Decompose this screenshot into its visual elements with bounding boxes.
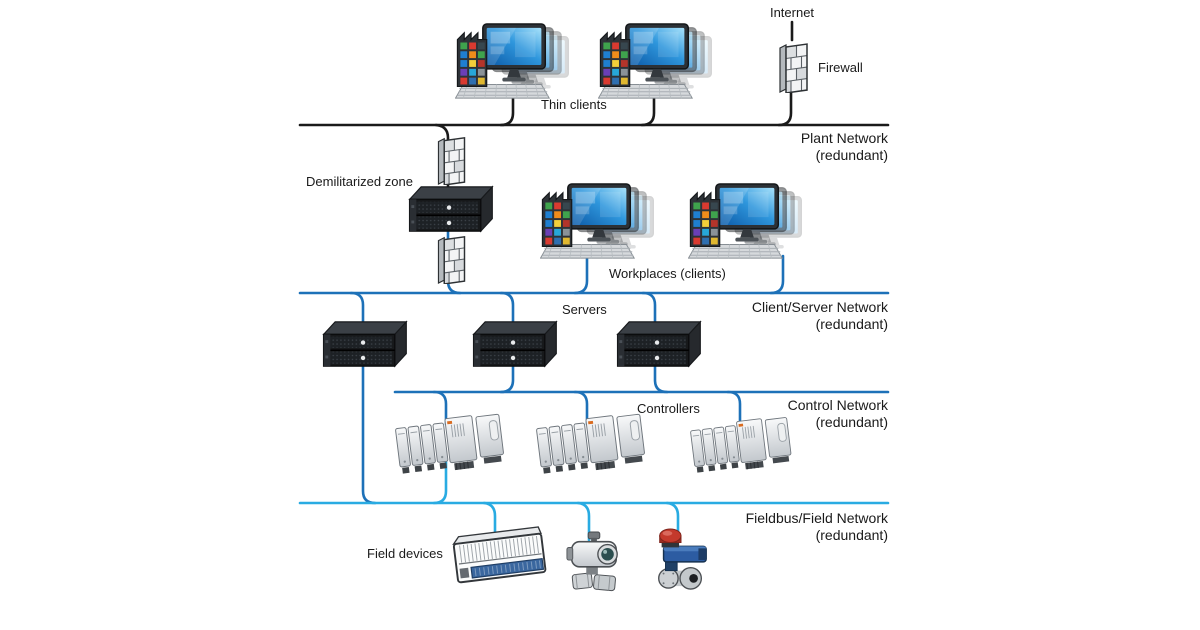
dmz-firewall-lower-icon [436, 230, 466, 284]
controllers-label: Controllers [637, 401, 700, 416]
network-name: Plant Network [800, 130, 888, 146]
network-name: Control Network [787, 397, 888, 413]
field-devices-label: Field devices [367, 546, 443, 561]
control-network-label: Control Network (redundant) [788, 397, 888, 431]
workplace-cluster-icon [540, 182, 662, 264]
server-icon [318, 319, 410, 369]
thin-client-cluster-icon [455, 22, 577, 104]
valve-icon [650, 527, 712, 591]
fieldbus-network-label: Fieldbus/Field Network (redundant) [746, 510, 888, 544]
network-name: Fieldbus/Field Network [745, 510, 888, 526]
network-name: Client/Server Network [751, 299, 888, 315]
network-sub: (redundant) [815, 316, 888, 332]
internet-label: Internet [769, 5, 815, 20]
io-module-icon [449, 521, 552, 592]
transmitter-icon [565, 531, 623, 593]
servers-label: Servers [562, 302, 607, 317]
thin-clients-label: Thin clients [541, 97, 607, 112]
firewall-label: Firewall [818, 60, 863, 75]
dmz-server-icon [404, 184, 496, 234]
dmz-label: Demilitarized zone [306, 174, 413, 189]
thin-client-cluster-icon [598, 22, 720, 104]
plant-network-lines [298, 20, 890, 202]
network-sub: (redundant) [815, 414, 888, 430]
fieldbus-network-lines [298, 460, 890, 542]
server-icon [468, 319, 560, 369]
internet-firewall-icon [778, 37, 808, 93]
plant-network-label: Plant Network (redundant) [801, 130, 888, 164]
client-server-network-label: Client/Server Network (redundant) [752, 299, 888, 333]
dmz-firewall-upper-icon [436, 131, 466, 185]
workplaces-label: Workplaces (clients) [609, 266, 726, 281]
network-sub: (redundant) [815, 147, 888, 163]
network-sub: (redundant) [815, 527, 888, 543]
server-icon [612, 319, 704, 369]
workplace-cluster-icon [688, 182, 810, 264]
